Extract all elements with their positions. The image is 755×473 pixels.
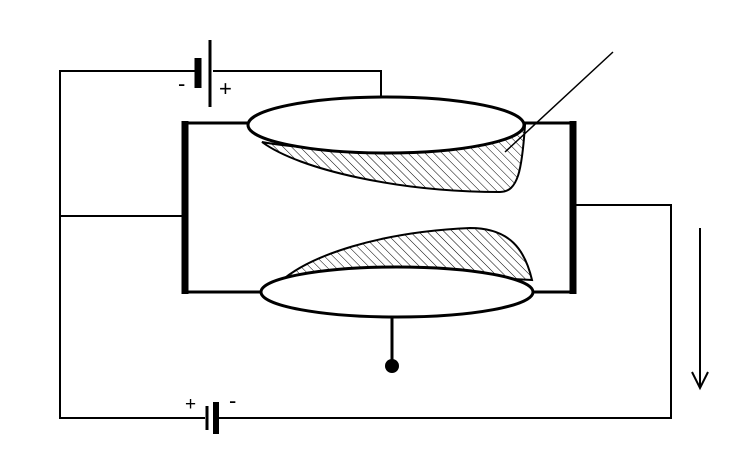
bottom-battery-negative-sign: -: [229, 388, 236, 413]
chamber-frame: [185, 121, 575, 294]
down-arrow-icon: [691, 228, 709, 391]
bottom-battery: + -: [185, 388, 236, 434]
top-battery-negative-sign: -: [178, 71, 185, 96]
top-battery-positive-sign: +: [219, 76, 232, 101]
top-battery: - +: [178, 40, 232, 107]
top-circuit-wire: [59, 70, 382, 419]
pointer-line: [504, 51, 614, 153]
bottom-electrode: [259, 265, 535, 319]
bottom-battery-positive-sign: +: [185, 394, 196, 415]
terminal-dot: [385, 359, 399, 373]
bottom-circuit-wire: [218, 204, 672, 419]
top-electrode: [246, 95, 526, 155]
